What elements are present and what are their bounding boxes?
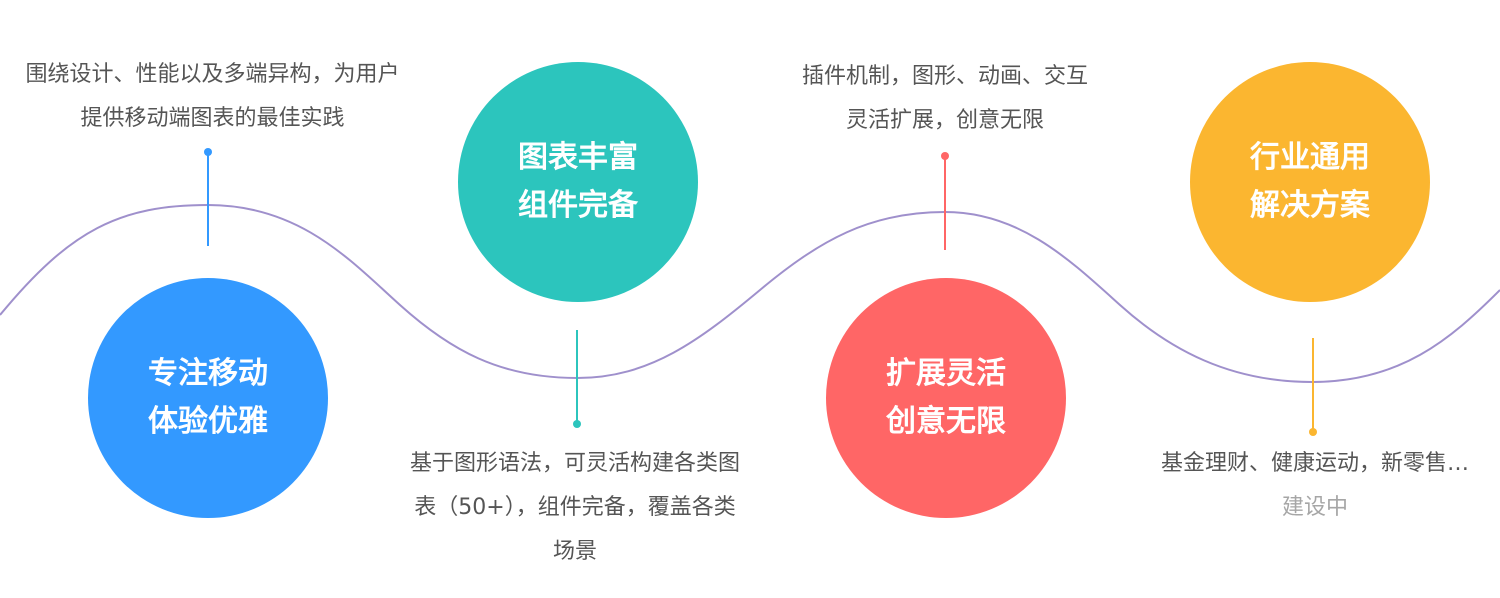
circle-label-line: 创意无限 <box>886 404 1006 439</box>
description-line: 基金理财、健康运动，新零售… <box>1160 451 1469 476</box>
feature-circle-mobile: 专注移动 体验优雅 <box>88 278 328 518</box>
circle-label-line: 行业通用 <box>1250 140 1370 175</box>
connector-dot-2 <box>573 420 581 428</box>
description-status: 建设中 <box>1281 495 1348 520</box>
description-line: 提供移动端图表的最佳实践 <box>80 106 345 131</box>
circle-label-line: 解决方案 <box>1250 188 1370 223</box>
connector-dot-4 <box>1309 428 1317 436</box>
feature-description-mobile: 围绕设计、性能以及多端异构，为用户 提供移动端图表的最佳实践 <box>0 53 425 141</box>
circle-label-line: 组件完备 <box>518 188 638 223</box>
feature-circle-charts: 图表丰富 组件完备 <box>458 62 698 302</box>
feature-circle-extension: 扩展灵活 创意无限 <box>826 278 1066 518</box>
description-line: 围绕设计、性能以及多端异构，为用户 <box>25 62 400 87</box>
circle-label-line: 图表丰富 <box>518 140 638 175</box>
wave-line <box>0 203 1500 384</box>
feature-description-extension: 插件机制，图形、动画、交互 灵活扩展，创意无限 <box>770 55 1120 143</box>
description-line: 插件机制，图形、动画、交互 <box>801 64 1088 89</box>
description-line: 基于图形语法，可灵活构建各类图 <box>409 451 740 476</box>
description-line: 表（50+），组件完备，覆盖各类 <box>414 495 736 520</box>
description-line: 灵活扩展，创意无限 <box>845 108 1044 133</box>
feature-circle-industry: 行业通用 解决方案 <box>1190 62 1430 302</box>
circle-label-line: 扩展灵活 <box>886 356 1006 391</box>
feature-description-charts: 基于图形语法，可灵活构建各类图 表（50+），组件完备，覆盖各类 场景 <box>385 442 765 574</box>
connector-dot-1 <box>204 148 212 156</box>
feature-description-industry: 基金理财、健康运动，新零售… 建设中 <box>1125 442 1500 530</box>
circle-label-line: 专注移动 <box>148 356 268 391</box>
connector-dot-3 <box>941 152 949 160</box>
description-line: 场景 <box>552 539 597 564</box>
circle-label-line: 体验优雅 <box>148 404 268 439</box>
